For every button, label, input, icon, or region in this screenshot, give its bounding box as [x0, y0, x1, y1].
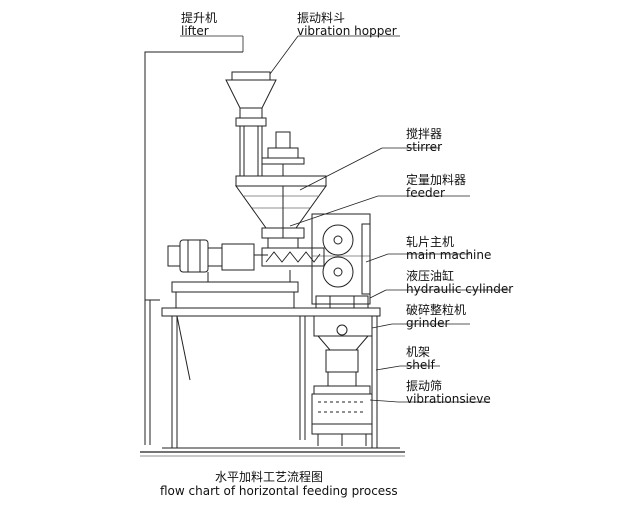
label-stirrer: 搅拌器 stirrer — [406, 128, 442, 154]
caption-zh: 水平加料工艺流程图 — [215, 470, 324, 484]
vibration-sieve — [311, 385, 373, 446]
label-shelf-en: shelf — [406, 358, 435, 372]
label-shelf-zh: 机架 — [406, 345, 431, 359]
label-lifter-en: lifter — [181, 24, 209, 38]
label-feeder-zh: 定量加料器 — [406, 173, 467, 187]
label-feeder: 定量加料器 feeder — [406, 174, 466, 200]
label-sieve-en: vibrationsieve — [406, 392, 491, 406]
stirrer-motor — [261, 131, 305, 176]
label-grinder: 破碎整粒机 grinder — [406, 304, 466, 330]
label-stirrer-zh: 搅拌器 — [406, 127, 443, 141]
label-feeder-en: feeder — [406, 186, 445, 200]
label-lifter-zh: 提升机 — [181, 11, 218, 25]
label-sieve: 振动筛 vibrationsieve — [406, 380, 491, 406]
hydraulic-cylinder — [315, 295, 369, 309]
label-sieve-zh: 振动筛 — [406, 379, 443, 393]
hopper — [225, 71, 277, 177]
lifter-frame — [144, 51, 243, 445]
label-hopper: 振动料斗 vibration hopper — [297, 12, 397, 38]
label-hydraulic-en: hydraulic cylinder — [406, 282, 514, 296]
label-hopper-zh: 振动料斗 — [297, 11, 346, 25]
label-hydraulic-zh: 液压油缸 — [406, 269, 455, 283]
label-stirrer-en: stirrer — [406, 140, 442, 154]
label-shelf: 机架 shelf — [406, 346, 435, 372]
label-grinder-en: grinder — [406, 316, 450, 330]
label-main-machine-en: main machine — [406, 248, 492, 262]
ground-line — [140, 451, 405, 457]
leader-lines — [180, 35, 510, 403]
label-main-machine: 轧片主机 main machine — [406, 236, 491, 262]
horizontal-feeder — [167, 239, 325, 309]
label-lifter: 提升机 lifter — [181, 12, 217, 38]
feeder-cone — [235, 175, 327, 248]
label-hopper-en: vibration hopper — [297, 24, 397, 38]
grinder — [313, 315, 373, 387]
shelf-frame — [161, 307, 400, 449]
label-main-machine-zh: 轧片主机 — [406, 235, 455, 249]
label-grinder-zh: 破碎整粒机 — [406, 303, 467, 317]
caption-en: flow chart of horizontal feeding process — [160, 484, 398, 498]
label-hydraulic: 液压油缸 hydraulic cylinder — [406, 270, 513, 296]
main-machine — [311, 213, 371, 305]
